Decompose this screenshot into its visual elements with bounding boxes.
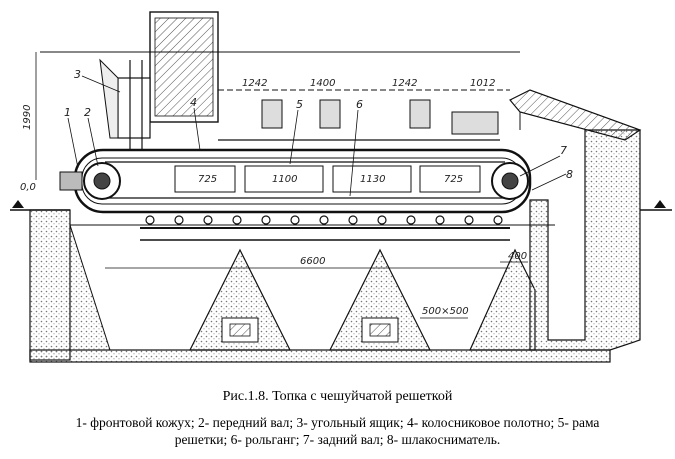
callout-leaders — [67, 75, 567, 197]
figure-caption-block: Рис.1.8. Топка с чешуйчатой решеткой 1- … — [0, 388, 675, 448]
dim-1242-right: 1242 — [392, 78, 417, 89]
roller — [145, 215, 155, 225]
roller — [290, 215, 300, 225]
dim-0: 0,0 — [20, 182, 36, 193]
front-shaft — [59, 162, 121, 200]
label-3: 3 — [74, 68, 81, 81]
figure-legend: 1- фронтовой кожух; 2- передний вал; 3- … — [0, 414, 675, 448]
foundation-pit — [29, 209, 611, 363]
roller — [406, 215, 416, 225]
furnace-casing — [40, 51, 520, 141]
dim-400: 400 — [508, 251, 527, 262]
roller — [319, 215, 329, 225]
furnace-drawing: 1990 0,0 1242 1400 1242 1012 725 1100 11… — [10, 11, 672, 363]
dim-1100: 1100 — [272, 174, 297, 185]
roller — [232, 215, 242, 225]
ash-hopper-middle — [329, 248, 431, 351]
dim-1130: 1130 — [360, 174, 385, 185]
ash-hopper-right — [469, 248, 536, 351]
label-7: 7 — [560, 144, 567, 157]
label-5: 5 — [296, 98, 303, 111]
dim-1242-left: 1242 — [242, 78, 267, 89]
roller — [435, 215, 445, 225]
legend-line-2: решетки; 6- рольганг; 7- задний вал; 8- … — [174, 432, 501, 447]
roller — [261, 215, 271, 225]
roller — [493, 215, 503, 225]
roller — [203, 215, 213, 225]
rear-wall — [509, 89, 642, 351]
roller-track — [140, 215, 510, 241]
dim-1012: 1012 — [470, 78, 495, 89]
dim-500x500: 500×500 — [422, 306, 469, 317]
label-1: 1 — [64, 106, 71, 119]
coal-box — [99, 11, 219, 150]
roller — [174, 215, 184, 225]
dim-1990: 1990 — [22, 105, 33, 130]
roller — [377, 215, 387, 225]
dim-1400: 1400 — [310, 78, 335, 89]
legend-line-1: 1- фронтовой кожух; 2- передний вал; 3- … — [75, 415, 600, 430]
ash-hopper-left — [189, 248, 291, 351]
roller — [348, 215, 358, 225]
label-2: 2 — [84, 106, 91, 119]
label-6: 6 — [356, 98, 363, 111]
rear-shaft — [491, 162, 529, 200]
roller — [464, 215, 474, 225]
dim-6600: 6600 — [300, 256, 325, 267]
figure-caption: Рис.1.8. Топка с чешуйчатой решеткой — [222, 389, 453, 404]
label-8: 8 — [566, 168, 573, 181]
dim-725-left: 725 — [198, 174, 217, 185]
label-4: 4 — [190, 96, 197, 109]
dimension-lines — [35, 52, 528, 319]
dim-725-right: 725 — [444, 174, 463, 185]
